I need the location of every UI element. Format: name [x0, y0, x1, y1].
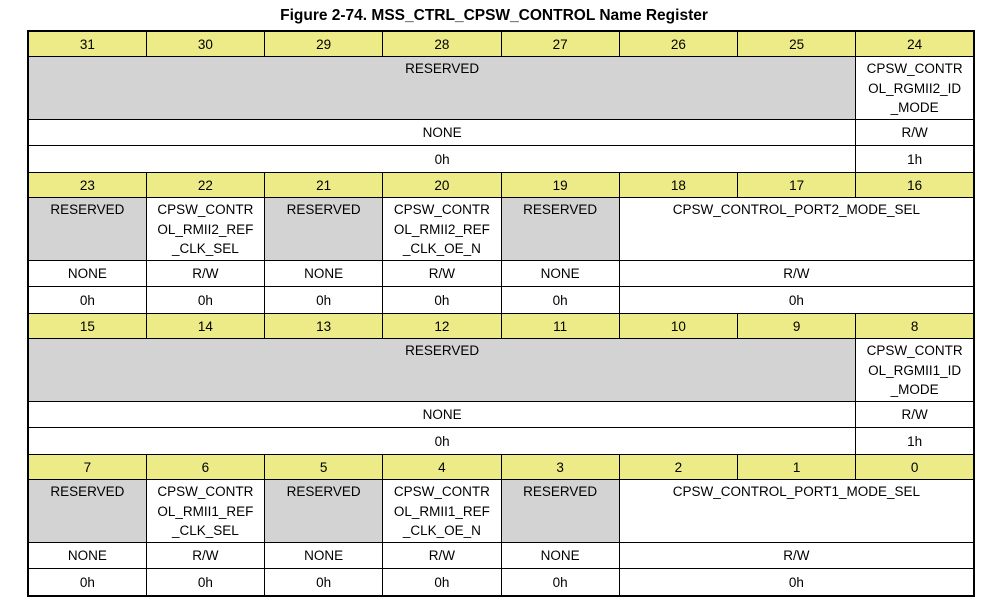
- bit-number-12: 12: [382, 313, 502, 339]
- bit-number-4: 4: [382, 454, 502, 480]
- reserved-field-cell: RESERVED: [500, 479, 620, 543]
- access-cell: R/W: [855, 119, 975, 146]
- reset-cell: 0h: [27, 145, 857, 173]
- bit-number-25: 25: [736, 30, 857, 57]
- bit-number-22: 22: [145, 172, 266, 198]
- reset-cell: 0h: [27, 427, 857, 455]
- access-cell: NONE: [500, 542, 620, 569]
- field-cell: CPSW_CONTR OL_RMII2_REF _CLK_SEL: [145, 197, 266, 261]
- reset-cell: 0h: [382, 568, 502, 597]
- bit-number-18: 18: [618, 172, 739, 198]
- reset-cell: 0h: [263, 286, 384, 314]
- access-cell: NONE: [27, 542, 147, 569]
- bit-number-14: 14: [145, 313, 266, 339]
- bit-number-10: 10: [618, 313, 739, 339]
- reserved-field-cell: RESERVED: [27, 56, 857, 120]
- reserved-field-cell: RESERVED: [500, 197, 620, 261]
- bit-number-0: 0: [855, 454, 975, 480]
- access-cell: R/W: [618, 542, 975, 569]
- reserved-field-cell: RESERVED: [27, 479, 147, 543]
- bit-number-2: 2: [618, 454, 739, 480]
- access-cell: NONE: [27, 260, 147, 287]
- reset-cell: 0h: [263, 568, 384, 597]
- access-cell: R/W: [382, 542, 502, 569]
- bit-number-20: 20: [382, 172, 502, 198]
- access-cell: R/W: [855, 401, 975, 428]
- field-cell: CPSW_CONTR OL_RMII1_REF _CLK_SEL: [145, 479, 266, 543]
- access-cell: NONE: [500, 260, 620, 287]
- bit-number-16: 16: [855, 172, 975, 198]
- bit-number-30: 30: [145, 30, 266, 57]
- bit-number-21: 21: [263, 172, 384, 198]
- bit-number-11: 11: [500, 313, 620, 339]
- reset-cell: 0h: [27, 286, 147, 314]
- bit-number-24: 24: [855, 30, 975, 57]
- reserved-field-cell: RESERVED: [263, 479, 384, 543]
- figure-title: Figure 2-74. MSS_CTRL_CPSW_CONTROL Name …: [280, 7, 708, 24]
- bit-number-15: 15: [27, 313, 147, 339]
- field-cell: CPSW_CONTR OL_RGMII2_ID _MODE: [855, 56, 975, 120]
- bit-number-8: 8: [855, 313, 975, 339]
- reset-cell: 0h: [27, 568, 147, 597]
- reserved-field-cell: RESERVED: [263, 197, 384, 261]
- bit-number-19: 19: [500, 172, 620, 198]
- bit-number-13: 13: [263, 313, 384, 339]
- field-cell: CPSW_CONTR OL_RMII2_REF _CLK_OE_N: [382, 197, 502, 261]
- reserved-field-cell: RESERVED: [27, 197, 147, 261]
- bit-number-26: 26: [618, 30, 739, 57]
- reset-cell: 0h: [382, 286, 502, 314]
- reset-cell: 1h: [855, 427, 975, 455]
- bit-number-23: 23: [27, 172, 147, 198]
- reset-cell: 0h: [618, 286, 975, 314]
- field-cell: CPSW_CONTR OL_RGMII1_ID _MODE: [855, 338, 975, 402]
- bit-number-1: 1: [736, 454, 857, 480]
- access-cell: NONE: [27, 119, 857, 146]
- access-cell: NONE: [263, 260, 384, 287]
- bit-number-3: 3: [500, 454, 620, 480]
- bit-number-9: 9: [736, 313, 857, 339]
- reset-cell: 0h: [145, 568, 266, 597]
- bit-number-31: 31: [27, 30, 147, 57]
- access-cell: R/W: [145, 260, 266, 287]
- bit-number-27: 27: [500, 30, 620, 57]
- field-cell: CPSW_CONTROL_PORT1_MODE_SEL: [618, 479, 975, 543]
- field-cell: CPSW_CONTR OL_RMII1_REF _CLK_OE_N: [382, 479, 502, 543]
- reset-cell: 0h: [500, 568, 620, 597]
- bit-number-5: 5: [263, 454, 384, 480]
- reset-cell: 0h: [618, 568, 975, 597]
- access-cell: R/W: [618, 260, 975, 287]
- bit-number-29: 29: [263, 30, 384, 57]
- bit-number-17: 17: [736, 172, 857, 198]
- field-cell: CPSW_CONTROL_PORT2_MODE_SEL: [618, 197, 975, 261]
- bit-number-28: 28: [382, 30, 502, 57]
- reserved-field-cell: RESERVED: [27, 338, 857, 402]
- access-cell: NONE: [263, 542, 384, 569]
- reset-cell: 0h: [145, 286, 266, 314]
- bit-number-6: 6: [145, 454, 266, 480]
- access-cell: NONE: [27, 401, 857, 428]
- access-cell: R/W: [145, 542, 266, 569]
- access-cell: R/W: [382, 260, 502, 287]
- reset-cell: 1h: [855, 145, 975, 173]
- reset-cell: 0h: [500, 286, 620, 314]
- bit-number-7: 7: [27, 454, 147, 480]
